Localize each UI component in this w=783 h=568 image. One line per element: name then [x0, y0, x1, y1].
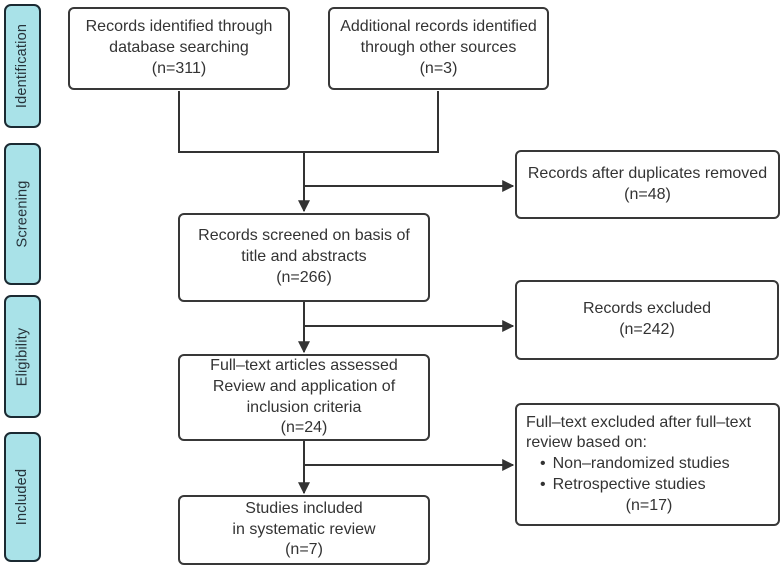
box-duplicates-removed-text: Records after duplicates removed (n=48) — [527, 164, 768, 203]
connector-merge-lines — [178, 91, 439, 153]
bullet-icon: • — [540, 475, 546, 493]
fulltext-excluded-bullet-row: • Retrospective studies — [526, 475, 772, 496]
box-additional-records: Additional records identified through ot… — [328, 7, 549, 90]
stage-label-included: Included — [14, 468, 31, 526]
stage-included: Included — [4, 432, 41, 562]
box-additional-records-text: Additional records identified through ot… — [340, 18, 537, 77]
box-records-screened-text: Records screened on basis of title and a… — [198, 227, 410, 286]
box-records-excluded-text: Records excluded (n=242) — [582, 300, 712, 338]
box-records-excluded: Records excluded (n=242) — [515, 280, 779, 360]
fulltext-excluded-line1: Full–text excluded after full–text — [526, 413, 752, 431]
stage-identification: Identification — [4, 4, 41, 128]
fulltext-excluded-bullet-row: • Non–randomized studies — [526, 454, 772, 475]
box-fulltext-assessed-text: Full–text articles assessed Review and a… — [210, 356, 398, 437]
fulltext-excluded-bullet2: Retrospective studies — [552, 475, 706, 493]
stage-screening: Screening — [4, 143, 41, 285]
fulltext-excluded-count: (n=17) — [625, 496, 673, 514]
bullet-icon: • — [540, 455, 546, 473]
box-records-identified-text: Records identified through database sear… — [85, 18, 273, 77]
stage-label-identification: Identification — [14, 23, 31, 109]
box-records-identified: Records identified through database sear… — [68, 7, 290, 90]
box-fulltext-excluded: Full–text excluded after full–text revie… — [515, 403, 780, 526]
box-studies-included-text: Studies included in systematic review (n… — [232, 499, 376, 559]
box-fulltext-assessed: Full–text articles assessed Review and a… — [178, 354, 430, 441]
fulltext-excluded-line2: review based on: — [526, 434, 647, 452]
stage-label-eligibility: Eligibility — [14, 327, 31, 386]
fulltext-excluded-bullet1: Non–randomized studies — [552, 455, 730, 473]
stage-label-screening: Screening — [14, 180, 31, 248]
box-studies-included: Studies included in systematic review (n… — [178, 495, 430, 565]
box-records-screened: Records screened on basis of title and a… — [178, 213, 430, 302]
stage-eligibility: Eligibility — [4, 295, 41, 418]
box-duplicates-removed: Records after duplicates removed (n=48) — [515, 150, 780, 219]
